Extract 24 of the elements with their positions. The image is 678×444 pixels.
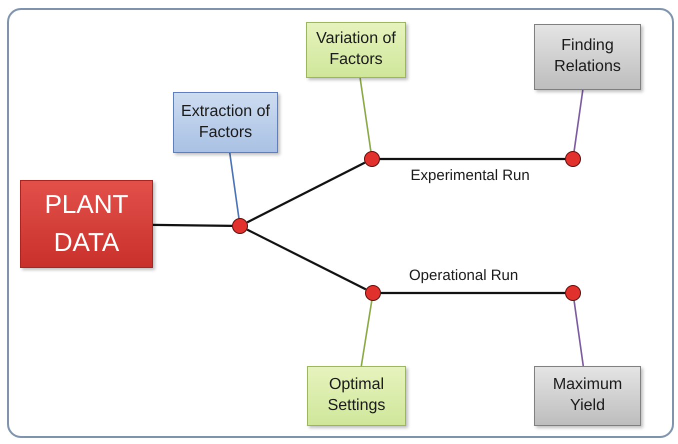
connector-line [152,224,232,227]
box-label: Extraction of Factors [180,102,271,142]
source-box [20,180,153,268]
box-label: Maximum Yield [552,375,624,416]
connector-line [359,78,372,152]
result-box [534,24,641,90]
source-label: PLANT DATA [44,188,130,259]
edge-label: Operational Run [407,267,520,284]
box-label: Variation of Factors [315,29,397,70]
box-label: Finding Relations [553,36,622,77]
connector-line [380,158,565,160]
connector-line [246,162,366,224]
process-box [307,366,406,426]
connector-line [381,292,565,294]
process-box [173,92,278,153]
result-box [534,366,641,426]
edge-label: Experimental Run [408,167,532,184]
connector-line [228,152,240,218]
box-label: Optimal Settings [326,375,386,416]
connector-line [246,228,366,290]
connector-line [573,300,584,366]
process-box [306,22,406,78]
connector-line [573,90,584,152]
connector-line [360,300,373,366]
